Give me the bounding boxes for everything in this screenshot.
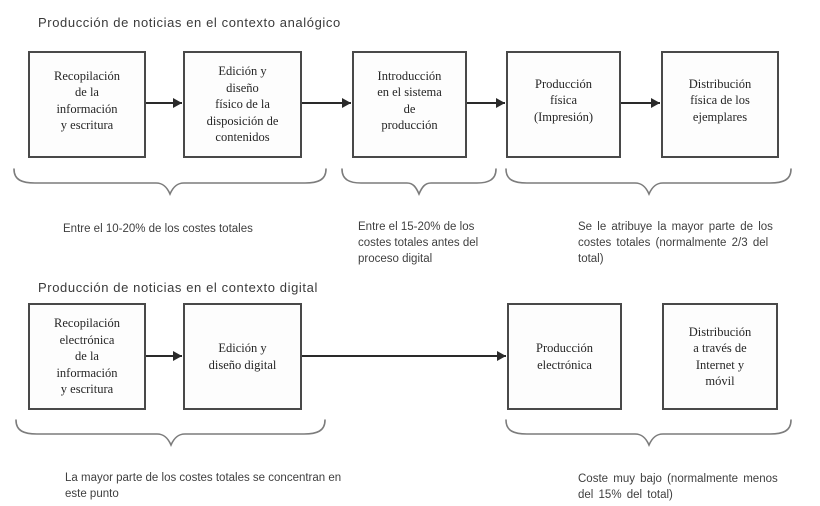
flow-arrow xyxy=(621,98,660,108)
analog-box-editing: Edición y diseño físico de la disposició… xyxy=(183,51,302,158)
box-label: Producción electrónica xyxy=(536,341,593,372)
cost-brace xyxy=(341,168,497,197)
box-label: Distribución física de los ejemplares xyxy=(688,76,752,124)
flow-arrow xyxy=(302,98,351,108)
box-label: Edición y diseño físico de la disposició… xyxy=(206,64,279,145)
box-label: Introducción en el sistema de producción xyxy=(377,68,442,133)
cost-brace xyxy=(505,168,792,197)
box-label: Producción física (Impresión) xyxy=(533,76,593,124)
box-label: Recopilación de la información y escritu… xyxy=(54,68,120,133)
analog-box-physical-production: Producción física (Impresión) xyxy=(506,51,621,158)
cost-brace xyxy=(505,419,792,448)
box-label: Recopilación electrónica de la informaci… xyxy=(54,316,120,397)
analog-cost-note-1: Entre el 10-20% de los costes totales xyxy=(63,223,253,235)
digital-box-electronic-gathering: Recopilación electrónica de la informaci… xyxy=(28,303,146,410)
analog-cost-note-3: Se le atribuye la mayor parte de los cos… xyxy=(578,221,773,265)
analog-section-title: Producción de noticias en el contexto an… xyxy=(38,15,341,30)
digital-box-digital-editing: Edición y diseño digital xyxy=(183,303,302,410)
digital-section-title: Producción de noticias en el contexto di… xyxy=(38,280,318,295)
analog-box-gathering: Recopilación de la información y escritu… xyxy=(28,51,146,158)
analog-box-production-system: Introducción en el sistema de producción xyxy=(352,51,467,158)
flow-arrow xyxy=(146,98,182,108)
analog-box-physical-distribution: Distribución física de los ejemplares xyxy=(661,51,779,158)
flow-arrow xyxy=(467,98,505,108)
box-label: Edición y diseño digital xyxy=(208,341,277,372)
flow-arrow xyxy=(302,351,506,361)
cost-brace xyxy=(13,168,327,197)
digital-cost-note-1: La mayor parte de los costes totales se … xyxy=(65,472,342,500)
flow-arrow xyxy=(146,351,182,361)
digital-box-electronic-production: Producción electrónica xyxy=(507,303,622,410)
analog-cost-note-2: Entre el 15-20% de los costes totales an… xyxy=(358,221,479,265)
box-label: Distribución a través de Internet y móvi… xyxy=(688,324,752,389)
cost-brace xyxy=(15,419,326,448)
digital-cost-note-2: Coste muy bajo (normalmente menos del 15… xyxy=(578,473,778,501)
digital-box-internet-distribution: Distribución a través de Internet y móvi… xyxy=(662,303,778,410)
